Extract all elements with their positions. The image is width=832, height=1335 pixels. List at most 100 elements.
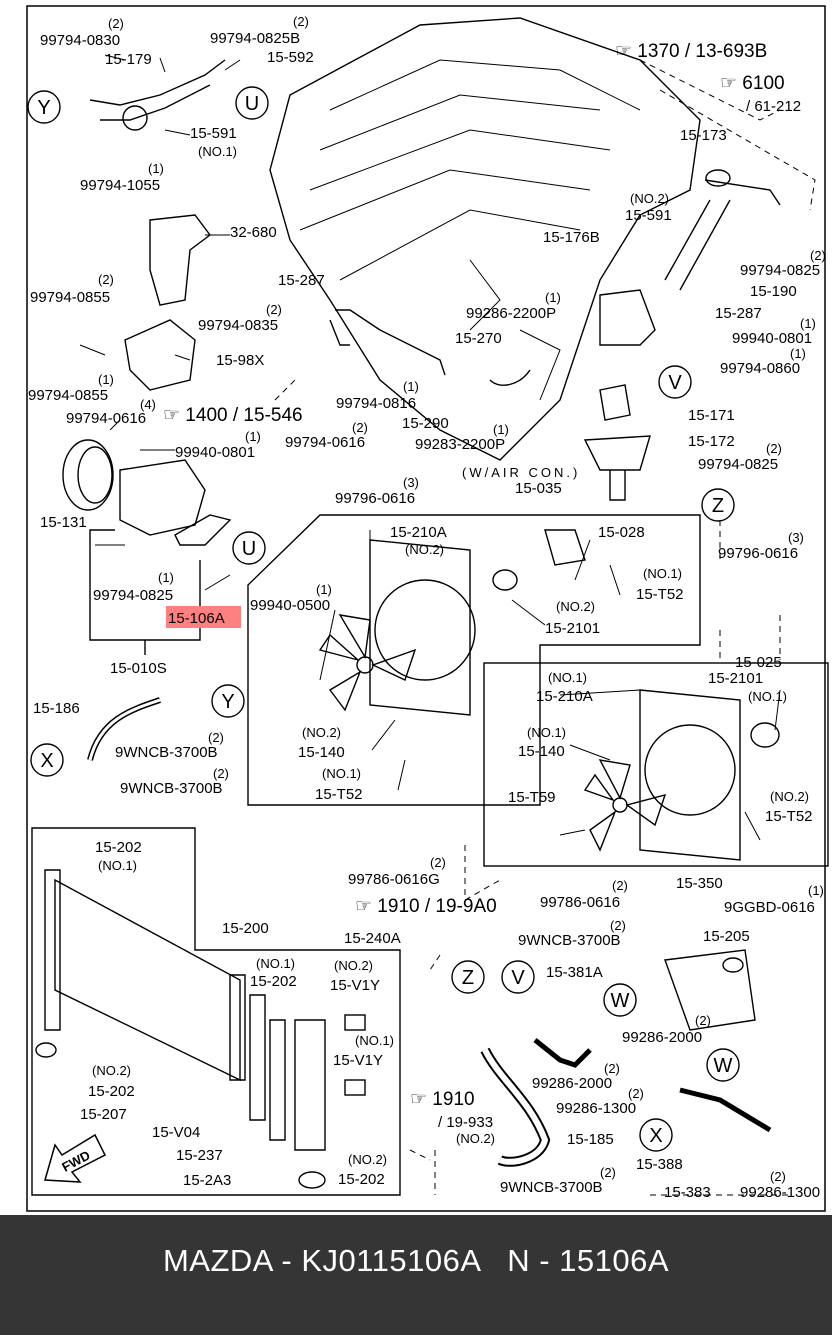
tank-15-2a3 [294, 1019, 326, 1151]
part-15-176b: 15-176B [543, 229, 600, 246]
part-15-210a-right: 15-210A [536, 688, 593, 705]
part-15-383: 15-383 [664, 1184, 711, 1201]
qty-9ggbd-0616: (1) [808, 883, 824, 898]
part-15-t52-b: 15-T52 [315, 786, 363, 803]
marker-z-bottom-circle [451, 960, 485, 994]
qty-99940-0801-b: (1) [800, 316, 816, 331]
part-99794-0825-c: 99794-0825 [698, 456, 778, 473]
qty-99786-0616g: (2) [430, 855, 446, 870]
part-15-210a: 15-210A [390, 524, 447, 541]
part-15-173: 15-173 [680, 127, 727, 144]
part-15-140-a: 15-140 [298, 744, 345, 761]
note-15-t52-no2: (NO.2) [770, 789, 809, 804]
part-99786-0616: 99786-0616 [540, 894, 620, 911]
note-15-202-no2-b: (NO.2) [348, 1152, 387, 1167]
part-15-v04: 15-V04 [152, 1124, 200, 1141]
o-ring-15-591 [705, 169, 731, 187]
qty-99286-2000-a: (2) [695, 1013, 711, 1028]
part-15-140-right: 15-140 [518, 743, 565, 760]
cushion-15-202-no2 [35, 1042, 57, 1058]
part-99286-2000-a: 99286-2000 [622, 1029, 702, 1046]
part-99794-0830: 99794-0830 [40, 32, 120, 49]
highlight-box [166, 606, 241, 628]
bracket-32-680 [149, 214, 211, 306]
qty-99794-0855-a: (2) [98, 272, 114, 287]
qty-99786-0616: (2) [612, 878, 628, 893]
routing-lines-2 [464, 520, 781, 901]
marker-w-right: W [714, 1055, 733, 1077]
fwd-arrow: FWD [44, 1133, 107, 1183]
thermostat-15-171 [599, 384, 631, 421]
part-99286-1300-a: 99286-1300 [556, 1100, 636, 1117]
part-15-202-bottom: 15-202 [338, 1171, 385, 1188]
qty-99794-0825b: (2) [293, 14, 309, 29]
part-15-t52-right: 15-T52 [765, 808, 813, 825]
part-15-240a: 15-240A [344, 930, 401, 947]
marker-y-top-circle [27, 90, 61, 124]
part-15-270: 15-270 [455, 330, 502, 347]
note-15-t52-no1-b: (NO.1) [322, 766, 361, 781]
part-9ggbd-0616: 9GGBD-0616 [724, 899, 815, 916]
part-15-106a-highlighted: 15-106A [168, 610, 225, 627]
qty-99794-0830: (2) [108, 16, 124, 31]
leader-lines [204, 530, 781, 841]
pulley-inner [77, 446, 113, 504]
part-15-388: 15-388 [636, 1156, 683, 1173]
part-15-179: 15-179 [105, 51, 152, 68]
qty-99796-0616-b: (3) [788, 530, 804, 545]
part-15-131: 15-131 [40, 514, 87, 531]
marker-z-top: Z [712, 495, 724, 517]
qty-99283-2200p: (1) [493, 422, 509, 437]
marker-v-top-circle [658, 365, 692, 399]
note-15-185-no2: (NO.2) [456, 1131, 495, 1146]
qty-9wncb-3700b-c: (2) [610, 918, 626, 933]
marker-v-bottom: V [511, 967, 525, 989]
qty-99796-0616-a: (3) [403, 475, 419, 490]
part-15-202-mid: 15-202 [250, 973, 297, 990]
part-15-287-a: 15-287 [278, 272, 325, 289]
qty-15-591: (NO.1) [198, 144, 237, 159]
qty-99794-0825-c: (2) [766, 441, 782, 456]
marker-u-top-circle [235, 86, 269, 120]
routing-lines [274, 59, 816, 1161]
part-99794-0616-b: 99794-0616 [285, 434, 365, 451]
part-15-381a: 15-381A [546, 964, 603, 981]
part-15-186: 15-186 [33, 700, 80, 717]
ref-61-212: / 61-212 [746, 98, 801, 115]
part-15-2101-a: 15-2101 [545, 620, 600, 637]
part-15-205: 15-205 [703, 928, 750, 945]
note-15-140-no1: (NO.1) [527, 725, 566, 740]
part-15-2a3: 15-2A3 [183, 1172, 231, 1189]
shroud-ring [374, 579, 476, 681]
part-15-202-left: 15-202 [88, 1083, 135, 1100]
routing-lines-3 [434, 1150, 790, 1196]
part-99794-0816: 99794-0816 [336, 395, 416, 412]
qty-9wncb-3700b-b: (2) [213, 766, 229, 781]
part-15-591-no2: 15-591 [625, 207, 672, 224]
qty-99794-0825-b: (2) [810, 248, 826, 263]
part-15-237: 15-237 [176, 1147, 223, 1164]
part-9wncb-3700b-a: 9WNCB-3700B [115, 744, 218, 761]
marker-y-top: Y [37, 97, 50, 119]
group-box-15-025 [483, 662, 829, 867]
part-number-banner: MAZDA - KJ0115106A N - 15106A [0, 1215, 832, 1335]
qty-99794-0855-b: (1) [98, 372, 114, 387]
part-99940-0801-b: 99940-0801 [732, 330, 812, 347]
part-15-350: 15-350 [676, 875, 723, 892]
part-9wncb-3700b-b: 9WNCB-3700B [120, 780, 223, 797]
note-15-202-no1: (NO.1) [98, 858, 137, 873]
part-99286-2000-b: 99286-2000 [532, 1075, 612, 1092]
part-labels: 99794-0830 (2) 15-179 99794-0825B (2) 15… [28, 14, 826, 1201]
engine-detail-2 [469, 259, 561, 401]
part-15-290: 15-290 [402, 415, 449, 432]
motor-15-2101 [492, 569, 518, 591]
group-box-radiator [31, 827, 401, 1196]
qty-99794-0860: (1) [790, 346, 806, 361]
qty-99794-0616-b: (2) [352, 420, 368, 435]
radiator-left-tank [44, 869, 61, 1031]
part-15-v1y-a: 15-V1Y [330, 977, 380, 994]
note-15-210a-no1: (NO.1) [548, 670, 587, 685]
qty-15-210a: (NO.2) [405, 542, 444, 557]
fan-15-140-right [583, 759, 667, 852]
marker-x-bottom-circle [639, 1118, 673, 1152]
